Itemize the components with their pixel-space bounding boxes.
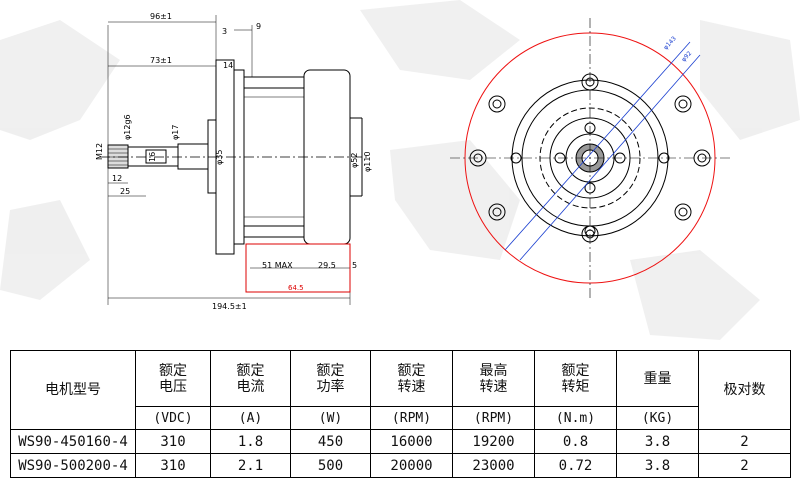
dim-29-5: 29.5	[318, 261, 336, 270]
unit-voltage: (VDC)	[135, 406, 211, 430]
dim-pcd-inner: φ92	[680, 50, 693, 63]
dim-16: 16	[148, 152, 157, 162]
unit-max-speed: (RPM)	[452, 406, 535, 430]
dim-overall: 194.5±1	[212, 302, 247, 311]
dim-96: 96±1	[150, 12, 172, 21]
red-dim: 64.5	[288, 284, 304, 292]
cell-voltage: 310	[135, 453, 211, 478]
cell-max-speed: 19200	[452, 429, 535, 454]
header-rated-speed: 额定转速	[370, 350, 453, 407]
table-row: WS90-500200-4 310 2.1 500 20000 23000 0.…	[10, 453, 791, 478]
cell-max-speed: 23000	[452, 453, 535, 478]
dim-110: φ110	[363, 151, 372, 172]
header-current: 额定电流	[210, 350, 291, 407]
dim-thread: M12	[95, 143, 104, 160]
background-map	[0, 0, 800, 340]
unit-torque: (N.m)	[534, 406, 617, 430]
cell-pole-pairs: 2	[698, 429, 791, 454]
table-row: WS90-450160-4 310 1.8 450 16000 19200 0.…	[10, 429, 791, 454]
spec-table: 电机型号 额定电压 额定电流 额定功率 额定转速 最高转速 额定转矩 重量 极对…	[10, 350, 791, 478]
inner-holes	[510, 122, 670, 237]
unit-rated-speed: (RPM)	[370, 406, 453, 430]
cell-torque: 0.72	[534, 453, 617, 478]
unit-power: (W)	[290, 406, 371, 430]
header-torque: 额定转矩	[534, 350, 617, 407]
header-model: 电机型号	[10, 350, 136, 430]
dim-bearing-dia: φ17	[171, 125, 180, 140]
dim-5: 5	[352, 261, 357, 270]
dim-73: 73±1	[150, 56, 172, 65]
cell-weight: 3.8	[616, 453, 699, 478]
dim-shaft-dia: φ12g6	[123, 114, 132, 140]
dim-hub-dia: φ35	[215, 150, 224, 165]
dim-pcd-outer: φ143	[662, 35, 678, 51]
cell-model: WS90-500200-4	[10, 453, 136, 478]
cell-model: WS90-450160-4	[10, 429, 136, 454]
cell-pole-pairs: 2	[698, 453, 791, 478]
motor-drawing: 96±1 73±1 3 9 14 12 25 51 MAX 29.5 5 64.…	[0, 0, 800, 340]
cell-current: 2.1	[210, 453, 291, 478]
cell-weight: 3.8	[616, 429, 699, 454]
side-view-labels: 96±1 73±1 3 9 14 12 25 51 MAX 29.5 5 64.…	[95, 12, 372, 311]
cell-power: 450	[290, 429, 371, 454]
cell-voltage: 310	[135, 429, 211, 454]
header-weight: 重量	[616, 350, 699, 407]
cell-current: 1.8	[210, 429, 291, 454]
cell-rated-speed: 16000	[370, 429, 453, 454]
cell-power: 500	[290, 453, 371, 478]
header-max-speed: 最高转速	[452, 350, 535, 407]
header-voltage: 额定电压	[135, 350, 211, 407]
header-pole-pairs: 极对数	[698, 350, 791, 430]
side-view	[100, 15, 370, 305]
dim-52: φ52	[350, 153, 359, 168]
unit-weight: (KG)	[616, 406, 699, 430]
front-view	[450, 18, 730, 298]
dim-12: 12	[112, 174, 122, 183]
dim-stator-max: 51 MAX	[262, 261, 293, 270]
header-row: 电机型号 额定电压 额定电流 额定功率 额定转速 最高转速 额定转矩 重量 极对…	[10, 350, 791, 430]
unit-current: (A)	[210, 406, 291, 430]
cell-rated-speed: 20000	[370, 453, 453, 478]
cell-torque: 0.8	[534, 429, 617, 454]
dim-14: 14	[223, 61, 233, 70]
header-power: 额定功率	[290, 350, 371, 407]
dim-25: 25	[120, 187, 130, 196]
dim-9: 9	[256, 22, 261, 31]
dim-3: 3	[222, 27, 227, 36]
